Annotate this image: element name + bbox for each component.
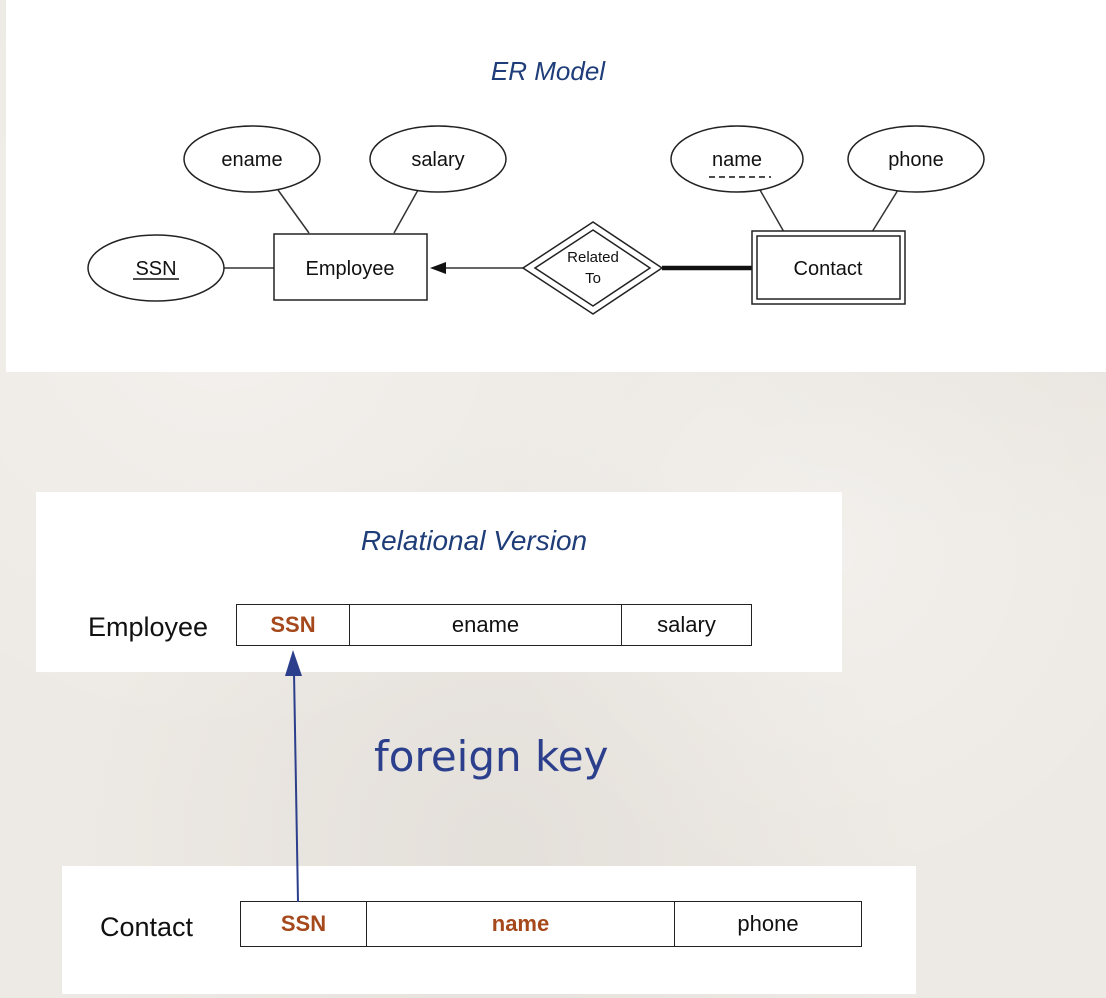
employee-ssn-column: SSN: [237, 605, 350, 645]
name-attribute: [670, 125, 804, 193]
contact-ssn-column: SSN: [241, 902, 367, 946]
salary-attribute: [369, 125, 507, 193]
relational-version-panel: Relational Version Employee SSN ename sa…: [36, 492, 842, 672]
ssn-attribute-label: SSN: [135, 258, 176, 280]
er-model-title: ER Model: [491, 56, 606, 86]
contact-table-panel: Contact SSN name phone: [62, 866, 916, 994]
contact-phone-column: phone: [737, 911, 799, 936]
salary-connector: [393, 189, 419, 234]
contact-name-column: name: [367, 902, 675, 946]
contact-entity-label: Contact: [794, 258, 863, 280]
employee-entity: [273, 233, 428, 301]
foreign-key-arrow-line: [293, 671, 299, 903]
employee-ename-column: ename: [350, 605, 622, 645]
phone-attribute: [847, 125, 985, 193]
ename-connector: [277, 189, 310, 234]
er-model-panel: ER Model SSN ename salary name phone Emp…: [6, 0, 1106, 372]
related-to-relationship-inner: [533, 229, 652, 307]
ename-attribute: [183, 125, 321, 193]
employee-table-label: Employee: [88, 612, 209, 642]
contact-weak-entity-inner: [756, 235, 901, 300]
name-connector: [759, 189, 785, 233]
employee-entity-label: Employee: [306, 258, 395, 280]
relational-title-svg: Relational Version: [361, 525, 587, 556]
employee-table-row: SSN ename salary: [236, 604, 752, 646]
contact-weak-entity: [751, 230, 906, 305]
contact-table-label: Contact: [100, 912, 194, 942]
ssn-attribute: [87, 234, 225, 302]
contact-table-row: SSN name phone: [240, 901, 862, 947]
relationship-label-line2: To: [585, 270, 601, 287]
phone-attribute-label: phone: [888, 149, 944, 171]
er-diagram: ER Model SSN ename salary name phone Emp…: [87, 56, 985, 315]
related-to-relationship: [521, 221, 664, 315]
name-attribute-label: name: [712, 149, 762, 171]
ename-attribute-label: ename: [221, 149, 282, 171]
arrow-head-icon: [430, 262, 446, 274]
foreign-key-label: foreign key: [374, 732, 609, 781]
relational-version-title: Relational Version: [361, 525, 587, 556]
foreign-key-arrow-head-icon: [285, 650, 302, 676]
employee-salary-column: salary: [657, 612, 716, 637]
phone-connector: [871, 189, 899, 233]
salary-attribute-label: salary: [411, 149, 464, 171]
relationship-label-line1: Related: [567, 249, 619, 266]
